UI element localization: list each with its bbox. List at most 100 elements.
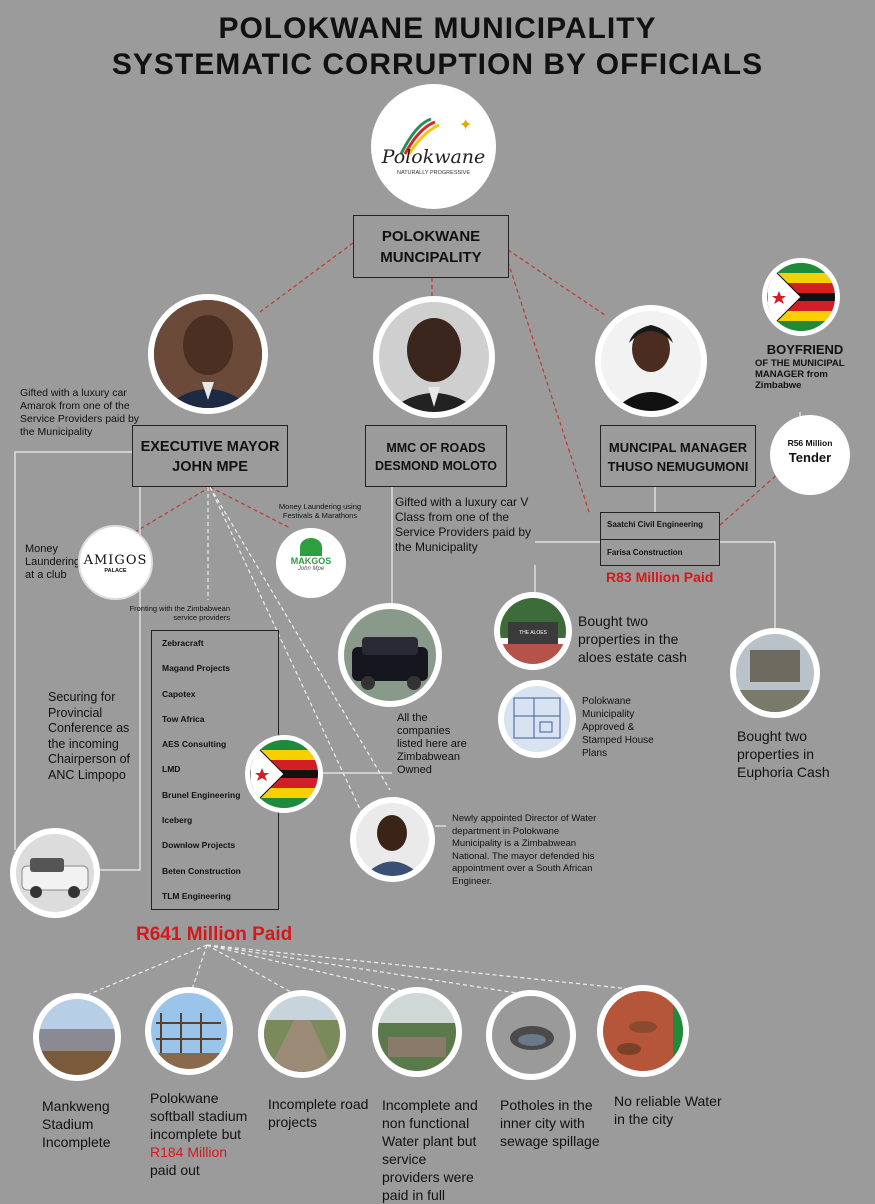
mankweng-figure [39, 999, 115, 1075]
manager-companies-box: Saatchi Civil Engineering Farisa Constru… [600, 512, 720, 566]
director-photo [350, 797, 435, 882]
polokwane-logo: ✦ Polokwane NATURALLY PROGRESSIVE [371, 84, 496, 209]
mmc-box: MMC OF ROADS DESMOND MOLOTO [365, 425, 507, 487]
makgoba-figure-icon [300, 538, 322, 556]
company-item: AES Consulting [162, 739, 227, 750]
company-item: Iceberg [162, 815, 193, 826]
company-item: Beten Construction [162, 865, 241, 876]
boyfriend-sub: OF THE MUNICIPAL MANAGER from Zimbabwe [755, 358, 845, 391]
company-item: Brunel Engineering [162, 789, 241, 800]
note-mmc-car: Gifted with a luxury car V Class from on… [395, 495, 532, 554]
amigos-sub: PALACE [104, 568, 127, 574]
water-figure [603, 991, 683, 1071]
manager-name: THUSO NEMUGUMONI [607, 459, 749, 474]
company-item: TLM Engineering [162, 890, 231, 901]
polokwane-logo-mark: ✦ [399, 115, 472, 155]
aloes-ground [500, 644, 566, 664]
house-plans-figure [504, 686, 570, 752]
company-item: Magand Projects [162, 663, 231, 674]
amigos-logo: AMIGOS PALACE [78, 525, 153, 600]
manager-company-item: Farisa Construction [607, 548, 683, 557]
house-plans-photo [498, 680, 576, 758]
potholes-figure [492, 996, 570, 1074]
zimbabwe-flag-svg [250, 740, 318, 808]
softball-figure [151, 993, 227, 1069]
vclass-car-figure [344, 609, 436, 701]
project-label: Incomplete and non functional Water plan… [382, 1097, 478, 1203]
project-label: Potholes in the inner city with sewage s… [500, 1097, 600, 1149]
project-photo-water-plant [372, 987, 462, 1077]
project-photo-softball [145, 987, 233, 1075]
amarok-car-figure [16, 834, 94, 912]
aloes-estate-photo: THE ALOES [494, 592, 572, 670]
company-item: Capotex [162, 688, 196, 699]
project-photo-water [597, 985, 689, 1077]
mayor-photo-figure [154, 300, 262, 408]
note-money-club: Money Laundering at a club [25, 543, 81, 581]
euphoria-estate-photo [730, 628, 820, 718]
logo-tagline: NATURALLY PROGRESSIVE [396, 170, 471, 176]
water-plant-figure [378, 993, 456, 1071]
euphoria-figure [736, 634, 814, 712]
amarok-car-photo [10, 828, 100, 918]
note-mayor-car: Gifted with a luxury car Amarok from one… [20, 387, 140, 438]
note-aloes: Bought two properties in the aloes estat… [578, 613, 687, 665]
mmc-photo [373, 296, 495, 418]
project-label: Mankweng Stadium Incomplete [42, 1098, 111, 1150]
logo-name: Polokwane [381, 146, 486, 168]
municipality-line1: POLOKWANE [381, 228, 481, 245]
project-label-softball: Polokwane softball stadium incomplete bu… [150, 1089, 255, 1179]
softball-label-b: paid out [150, 1162, 200, 1178]
zimbabwe-flag-svg [767, 263, 835, 331]
director-photo-figure [356, 803, 429, 876]
project-photo-mankweng [33, 993, 121, 1081]
mmc-photo-figure [379, 302, 489, 412]
mayor-paid-total: R641 Million Paid [136, 924, 293, 945]
aloes-sign: THE ALOES [508, 622, 558, 644]
mmc-name: DESMOND MOLOTO [375, 459, 497, 473]
page-title-line2: SYSTEMATIC CORRUPTION BY OFFICIALS [111, 48, 764, 81]
roads-figure [264, 996, 340, 1072]
boyfriend-heading: BOYFRIEND [766, 342, 844, 357]
tender-circle: R56 Million Tender [770, 415, 850, 495]
mayor-name: JOHN MPE [172, 459, 248, 475]
note-zim-owned: All the companies listed here are Zimbab… [397, 712, 467, 776]
amigos-name: AMIGOS [83, 553, 148, 568]
company-item: LMD [162, 764, 181, 775]
tender-amount: R56 Million [787, 438, 833, 448]
manager-company-item: Saatchi Civil Engineering [601, 513, 719, 540]
softball-label-a: Polokwane softball stadium incomplete bu… [150, 1090, 248, 1142]
manager-box: MUNCIPAL MANAGER THUSO NEMUGUMONI [600, 425, 756, 487]
project-label: No reliable Water in the city [614, 1093, 722, 1127]
project-photo-potholes [486, 990, 576, 1080]
note-fronting: Fronting with the Zimbabwean service pro… [129, 604, 230, 622]
company-item: Zebracraft [162, 638, 204, 648]
mayor-photo [148, 294, 268, 414]
company-item: Downlow Projects [162, 840, 236, 851]
softball-amount: R184 Million [150, 1144, 228, 1160]
municipality-box: POLOKWANE MUNCIPALITY [353, 215, 509, 278]
page-title-line1: POLOKWANE MUNICIPALITY [218, 12, 657, 45]
mayor-box: EXECUTIVE MAYOR JOHN MPE [132, 425, 288, 487]
mmc-title: MMC OF ROADS [386, 441, 486, 455]
manager-photo [595, 305, 707, 417]
project-photo-roads [258, 990, 346, 1078]
note-house-plans: Polokwane Municipality Approved & Stampe… [582, 696, 654, 759]
zimbabwe-flag-icon [762, 258, 840, 336]
zimbabwe-flag-icon [245, 735, 323, 813]
manager-photo-figure [601, 311, 701, 411]
vclass-car-photo [338, 603, 442, 707]
note-euphoria: Bought two properties in Euphoria Cash [737, 728, 830, 780]
makgoba-sub: John Mpe [297, 566, 325, 572]
manager-title: MUNCIPAL MANAGER [608, 440, 748, 455]
project-label: Incomplete road projects [268, 1096, 369, 1130]
makgoba-name: MAKGOS [290, 556, 332, 566]
mayor-title: EXECUTIVE MAYOR [140, 439, 280, 455]
makgoba-logo: MAKGOS John Mpe [276, 528, 346, 598]
note-water-director: Newly appointed Director of Water depart… [452, 813, 597, 887]
manager-paid-total: R83 Million Paid [606, 569, 714, 585]
tender-label: Tender [788, 450, 832, 465]
note-securing: Securing for Provincial Conference as th… [48, 690, 130, 782]
municipality-line2: MUNCIPALITY [380, 249, 482, 266]
svg-text:✦: ✦ [459, 115, 472, 134]
